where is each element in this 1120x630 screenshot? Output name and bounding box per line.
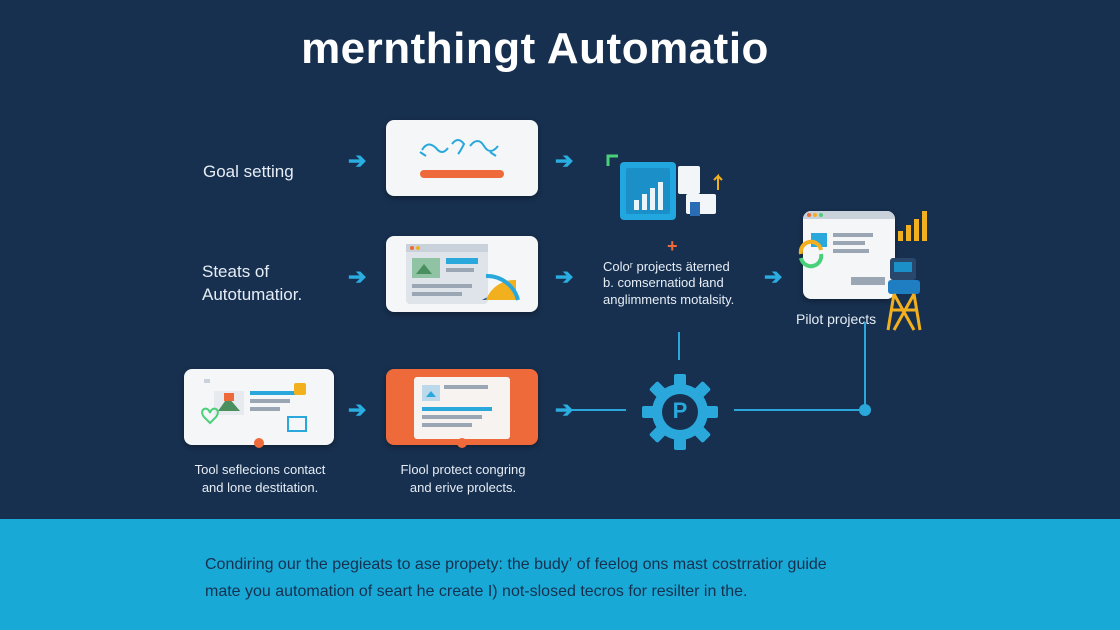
arrow-right-icon: ➔	[764, 264, 783, 289]
pin-marker	[457, 438, 467, 448]
footer-line1: Condiring our the pegieats to ase propet…	[205, 556, 827, 573]
plus-icon: +	[667, 236, 678, 256]
color-projects-line2: b. comsernatiod łand	[603, 275, 724, 291]
tool-label-line1: Tool seflecions contact	[194, 462, 326, 477]
footer-band	[0, 519, 1120, 630]
arrow-right-icon: ➔	[555, 148, 574, 173]
chart-icon	[600, 150, 730, 230]
connector-dot	[859, 404, 871, 416]
tool-screen-icon	[201, 379, 307, 432]
steats-card	[386, 236, 538, 312]
connector-line	[864, 322, 866, 410]
flool-label-line2: and erive prolects.	[409, 480, 517, 496]
pilot-projects-label: Pilot projects	[796, 311, 877, 327]
lighthouse-icon	[884, 258, 924, 339]
pin-marker	[254, 438, 264, 448]
steats-label-line1: Steats of	[202, 262, 270, 281]
page-title: mernthingt Automatio	[301, 24, 769, 73]
color-projects-line1: Coloʳ projects äterned	[603, 259, 730, 274]
arrow-right-icon: ➔	[555, 397, 574, 422]
footer-line2: mate you automation of seart he create I…	[205, 583, 748, 600]
connector-line	[678, 332, 680, 360]
flool-card	[386, 369, 538, 445]
tool-card	[184, 369, 334, 445]
flool-label-line1: Flool protect congring	[400, 462, 526, 477]
steats-label: Steats of Autotumatior.	[202, 262, 302, 304]
color-projects-label: Coloʳ projects äterned b. comsernatiod …	[603, 259, 753, 308]
arrow-right-icon: ➔	[348, 148, 367, 173]
arrow-right-icon: ➔	[348, 264, 367, 289]
color-projects-line3: anglimments motalsity.	[603, 291, 735, 307]
dashboard-icon	[406, 244, 520, 304]
arrow-right-icon: ➔	[348, 397, 367, 422]
goal-card	[386, 120, 538, 196]
flool-screen-icon	[414, 377, 510, 439]
pilot-card	[803, 211, 895, 299]
footer-text: Condiring our the pegieats to ase propet…	[205, 551, 1085, 605]
tool-label-line2: and lone destitation.	[201, 480, 319, 496]
gear-icon	[640, 372, 720, 452]
gear-letter: P	[672, 398, 688, 423]
tool-selection-label: Tool seflecions contact and lone destita…	[188, 462, 332, 497]
arrow-right-icon: ➔	[555, 264, 574, 289]
flool-project-label: Flool protect congring and erive prolect…	[386, 462, 540, 497]
wave-icon	[419, 139, 504, 178]
heart-icon	[201, 407, 219, 425]
connector-line	[734, 409, 866, 411]
goal-setting-label: Goal setting	[203, 162, 294, 181]
refresh-icon	[795, 238, 827, 275]
steats-label-line2: Autotumatior.	[202, 284, 303, 304]
bar-chart-icon	[896, 207, 932, 248]
connector-line	[556, 409, 626, 411]
